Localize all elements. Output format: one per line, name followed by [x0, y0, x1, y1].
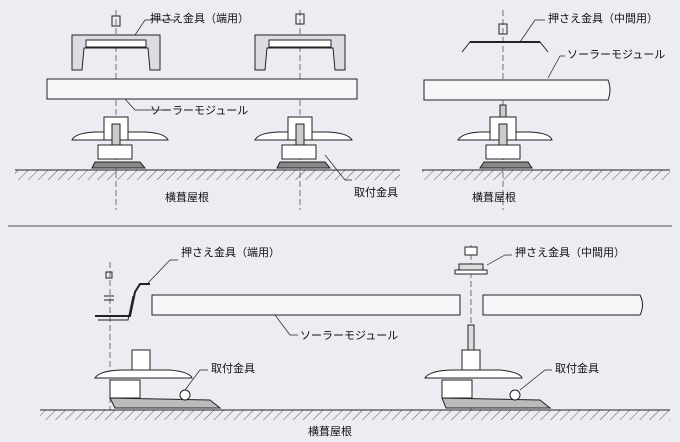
leader-tl-bracket: [324, 154, 352, 181]
mid-clamp-tr: [461, 41, 549, 53]
leader-tr-clamp: [519, 19, 545, 43]
label-tl-module: ソーラーモジュール: [150, 104, 248, 117]
solar-module-bottom-right: [482, 294, 643, 316]
label-tr-clamp: 押さえ金具（中間用）: [548, 11, 658, 25]
panel-top-right: [422, 10, 670, 210]
screw-tl-1: [111, 15, 121, 27]
leader-tl-module: [124, 98, 170, 111]
label-b-bracket-right: 取付金具: [555, 361, 599, 375]
mid-clamp-nut: [464, 246, 478, 256]
panel-top-left: [15, 10, 400, 210]
mounting-bracket-tr: [457, 104, 553, 169]
mounting-bracket-tl-1: [71, 116, 169, 169]
leader-b-clamp-mid: [486, 254, 512, 266]
label-tl-bracket: 取付金具: [354, 185, 398, 199]
mounting-bracket-bottom-left: [94, 349, 222, 409]
screw-tr: [498, 23, 508, 35]
leader-b-module: [274, 314, 298, 336]
solar-module-tr: [423, 79, 611, 101]
leader-tr-module: [547, 55, 565, 79]
label-b-roof: 横葺屋根: [308, 424, 352, 438]
label-b-clamp-mid: 押さえ金具（中間用）: [515, 245, 625, 259]
leader-b-bracket-left: [184, 369, 208, 391]
mid-clamp-washer: [458, 263, 484, 271]
mounting-bracket-tl-2: [254, 116, 353, 169]
label-tr-module: ソーラーモジュール: [567, 48, 665, 61]
end-clamp-tl-2-inner: [268, 39, 332, 48]
leader-b-clamp-end: [147, 259, 178, 284]
label-b-bracket-left: 取付金具: [211, 361, 255, 375]
label-tl-roof: 横葺屋根: [165, 190, 209, 204]
solar-module-tl: [46, 78, 358, 100]
leader-b-bracket-right: [519, 369, 552, 391]
label-tl-clamp: 押さえ金具（端用）: [150, 11, 249, 25]
screw-tl-2: [295, 13, 305, 25]
roof-hatch-bottom: [40, 410, 670, 420]
end-clamp-tl-1-inner: [85, 39, 147, 48]
panel-bottom: [40, 245, 670, 420]
leader-tl-clamp: [134, 19, 175, 36]
mounting-bracket-bottom-right: [424, 349, 552, 409]
label-b-clamp-end: 押さえ金具（端用）: [181, 245, 280, 259]
label-b-module: ソーラーモジュール: [300, 329, 398, 342]
solar-module-bottom-left: [151, 294, 461, 316]
end-clamp-bottom: [95, 283, 150, 317]
roof-hatch-tl: [15, 170, 400, 180]
roof-hatch-tr: [422, 170, 670, 180]
label-tr-roof: 横葺屋根: [472, 190, 516, 204]
